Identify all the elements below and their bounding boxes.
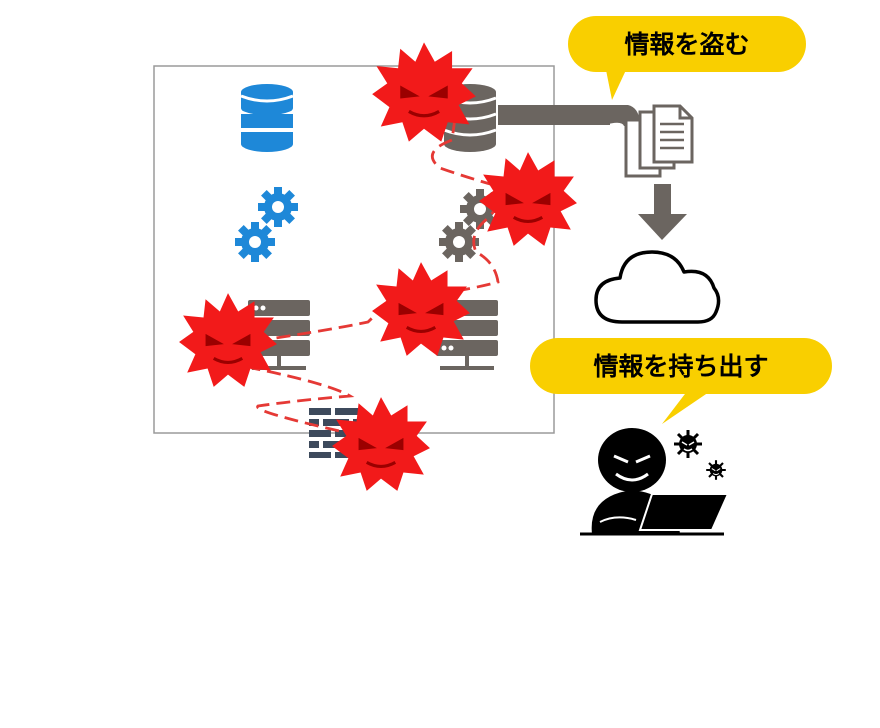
steal-callout: 情報を盗む (568, 16, 806, 100)
exfiltrate-callout: 情報を持ち出す (530, 338, 832, 424)
database-icon (240, 84, 294, 152)
hacker-icon (580, 428, 730, 536)
infected-database-icon (443, 84, 497, 152)
exfiltrate-callout-text: 情報を持ち出す (593, 352, 768, 381)
download-arrow-icon (638, 184, 687, 240)
documents-icon (624, 104, 694, 178)
virus-icon (672, 428, 704, 460)
exfiltration-pipe (498, 105, 640, 126)
cloud-icon (594, 250, 721, 324)
malware-burst-icon (477, 150, 579, 248)
virus-icon (705, 459, 727, 481)
steal-callout-text: 情報を盗む (624, 30, 749, 59)
gears-icon (235, 187, 298, 262)
